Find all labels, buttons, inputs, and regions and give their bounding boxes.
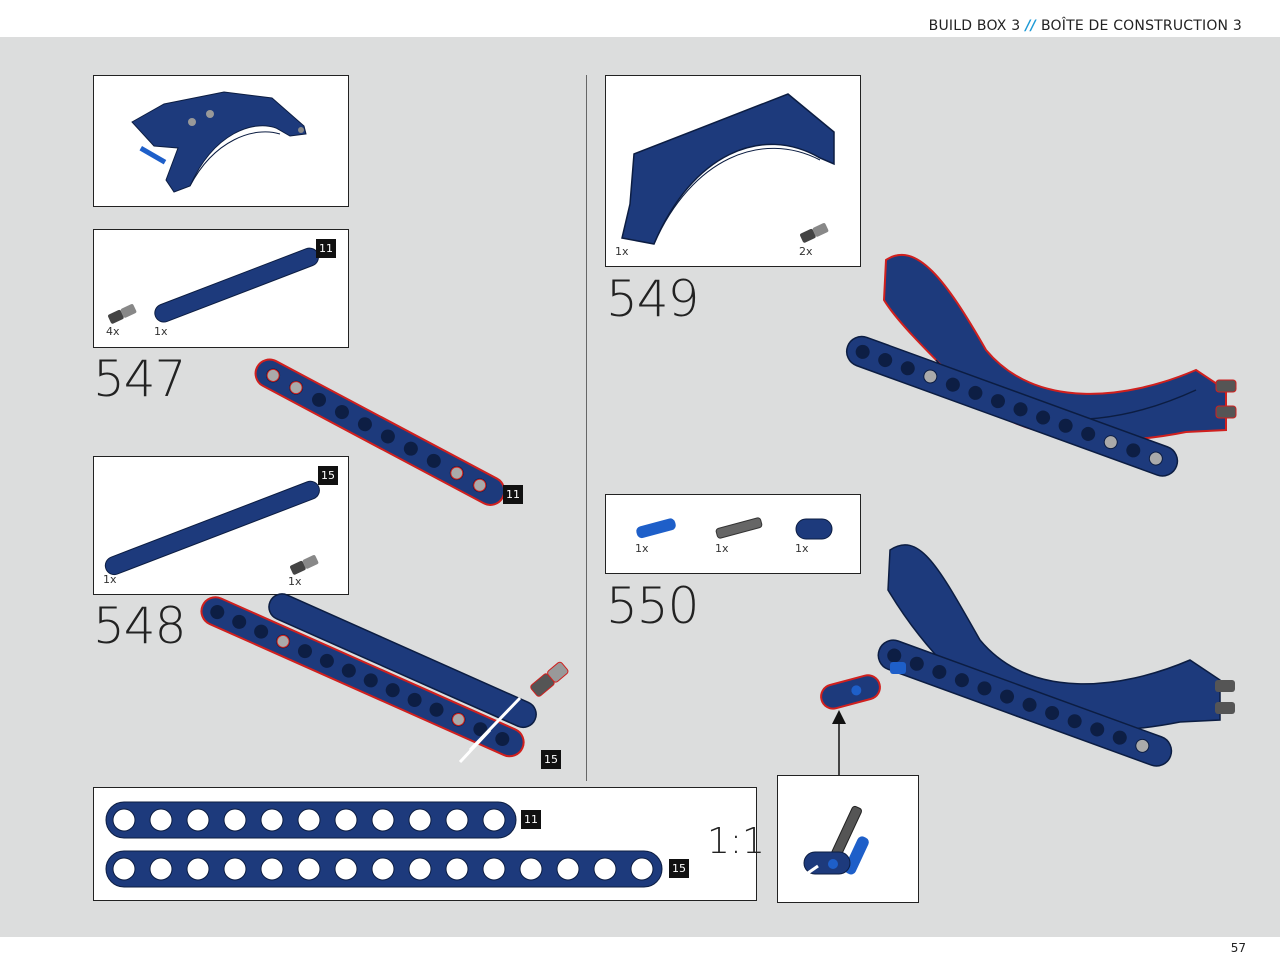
step-number-550: 550 — [606, 577, 699, 635]
beam-length-badge: 11 — [503, 485, 523, 504]
page-number: 57 — [1230, 941, 1246, 955]
beam-length-badge: 11 — [316, 239, 336, 258]
parts-box-547: 4x 1x 11 — [93, 229, 349, 348]
part-qty: 1x — [103, 573, 117, 586]
part-qty: 1x — [154, 325, 168, 338]
step-number-547: 547 — [93, 350, 186, 408]
beam-11-scale-icon — [105, 801, 517, 839]
beam-length-badge: 11 — [521, 810, 541, 829]
header-separator: // — [1025, 18, 1036, 34]
part-qty: 4x — [106, 325, 120, 338]
callout-zoom-box — [777, 775, 919, 903]
header-title-fr: BOÎTE DE CONSTRUCTION 3 — [1040, 18, 1242, 34]
previous-assembly-icon — [131, 91, 307, 193]
arch-icon — [621, 93, 835, 245]
step-number-549: 549 — [606, 270, 699, 328]
page-footer: 57 — [0, 937, 1280, 974]
scale-reference-box: 11 15 1:1 — [93, 787, 765, 901]
part-qty: 1x — [615, 245, 629, 258]
axle-pin-blue-icon — [636, 518, 676, 539]
beam-length-badge: 15 — [669, 859, 689, 878]
page-header: BUILD BOX 3//BOÎTE DE CONSTRUCTION 3 — [0, 0, 1280, 37]
previous-state-box — [93, 75, 349, 207]
part-qty: 1x — [715, 542, 729, 555]
connector-icon — [795, 518, 833, 540]
beam-15-scale-icon — [105, 850, 663, 888]
beam-15-icon — [104, 480, 320, 576]
header-title: BUILD BOX 3//BOÎTE DE CONSTRUCTION 3 — [929, 18, 1242, 34]
part-qty: 1x — [795, 542, 809, 555]
step-number-548: 548 — [93, 597, 186, 655]
pin-icon — [800, 223, 829, 243]
parts-box-550: 1x 1x 1x — [605, 494, 861, 574]
beam-15-model — [200, 593, 569, 764]
pin-icon — [290, 555, 319, 575]
axle-insert-detail-icon — [791, 805, 869, 886]
beam-length-badge: 15 — [541, 750, 561, 769]
part-qty: 1x — [288, 575, 302, 588]
beam-11-model — [254, 358, 506, 506]
axle-grey-icon — [715, 517, 763, 539]
step-549-model — [845, 253, 1237, 477]
step-550-model — [820, 544, 1235, 767]
pin-icon — [108, 304, 137, 324]
beam-11-icon — [154, 247, 319, 323]
parts-box-548: 1x 1x 15 — [93, 456, 349, 595]
scale-ratio: 1:1 — [707, 821, 765, 862]
callout-arrow-icon — [832, 710, 846, 778]
part-qty: 2x — [799, 245, 813, 258]
beam-length-badge: 15 — [318, 466, 338, 485]
column-divider — [586, 75, 587, 781]
header-title-en: BUILD BOX 3 — [928, 18, 1021, 34]
parts-box-549: 1x 2x — [605, 75, 861, 267]
part-qty: 1x — [635, 542, 649, 555]
